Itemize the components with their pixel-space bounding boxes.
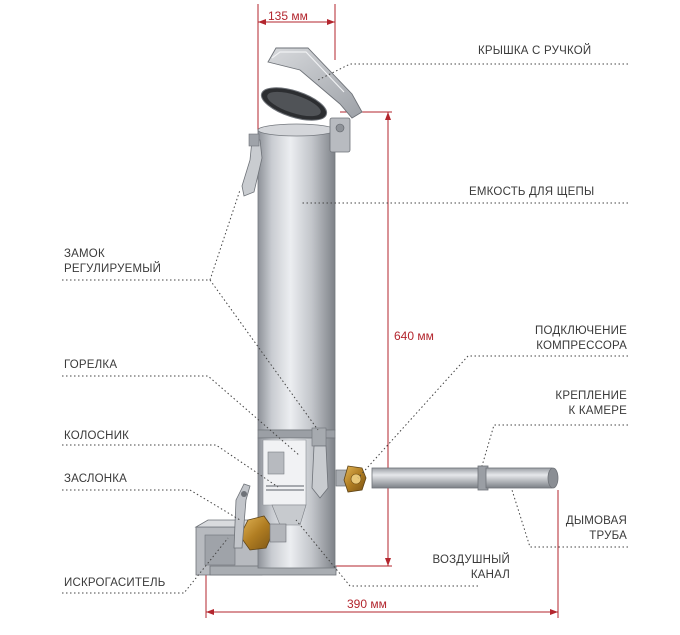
dim-width-bottom: 390 мм (347, 597, 387, 611)
leader-mount (481, 424, 628, 467)
label-air-channel-line2: КАНАЛ (470, 569, 510, 581)
cylinder-upper (257, 129, 336, 431)
label-lock-line1: ЗАМОК (64, 248, 105, 260)
leader-burner (62, 375, 301, 457)
label-burner: ГОРЕЛКА (64, 359, 118, 371)
arrow (206, 609, 214, 615)
leader-damper (62, 489, 241, 521)
label-air-channel-line1: ВОЗДУШНЫЙ (432, 554, 510, 566)
arrow (385, 112, 391, 120)
upper-lock (241, 133, 263, 197)
leader-compressor (357, 355, 628, 479)
lower-lock (311, 427, 329, 499)
leader-air-channel (295, 519, 478, 587)
lid-hinge (329, 117, 351, 153)
air-cone (271, 504, 307, 526)
spark-arrester-fitting (239, 515, 287, 551)
leader-lid (317, 63, 628, 81)
arrow (258, 19, 266, 25)
leader-lines (62, 63, 628, 594)
label-container: ЕМКОСТЬ ДЛЯ ЩЕПЫ (469, 186, 595, 198)
compressor-fitting (335, 465, 367, 493)
label-lock-line2: РЕГУЛИРУЕМЫЙ (64, 263, 162, 275)
label-lid: КРЫШКА С РУЧКОЙ (478, 45, 592, 57)
pipe-segment (371, 467, 483, 489)
label-compressor-line2: КОМПРЕССОРА (536, 340, 627, 352)
arrow (327, 19, 335, 25)
dim-width-top: 135 мм (268, 9, 308, 23)
label-mount-line1: КРЕПЛЕНИЕ (555, 390, 627, 402)
dimension-lines (205, 4, 559, 618)
pipe-segment-end (485, 467, 553, 489)
leader-spark-arrester (62, 537, 229, 594)
smoke-pipe (371, 465, 559, 491)
label-mount-line2: К КАМЕРЕ (568, 405, 627, 417)
arrow (385, 558, 391, 566)
cylinder-rim (257, 123, 336, 137)
label-compressor-line1: ПОДКЛЮЧЕНИЕ (534, 325, 627, 337)
label-damper: ЗАСЛОНКА (64, 473, 128, 485)
lid-inner (267, 91, 321, 117)
dimension-arrows (206, 19, 558, 615)
label-smoke-pipe-line1: ДЫМОВАЯ (565, 515, 627, 527)
pipe-end (547, 467, 559, 489)
label-grate: КОЛОСНИК (64, 430, 130, 442)
lid-handle (267, 47, 363, 119)
label-smoke-pipe-line2: ТРУБА (589, 530, 627, 542)
chip-container (257, 123, 336, 569)
burner-element (267, 451, 285, 475)
label-spark-arrester: ИСКРОГАСИТЕЛЬ (64, 577, 166, 589)
dim-height: 640 мм (394, 329, 434, 343)
leader-smoke-pipe (511, 489, 628, 548)
leader-lock-lower (209, 279, 319, 431)
damper-handle (233, 483, 251, 549)
arrow (550, 609, 558, 615)
lid-with-handle (260, 47, 363, 153)
